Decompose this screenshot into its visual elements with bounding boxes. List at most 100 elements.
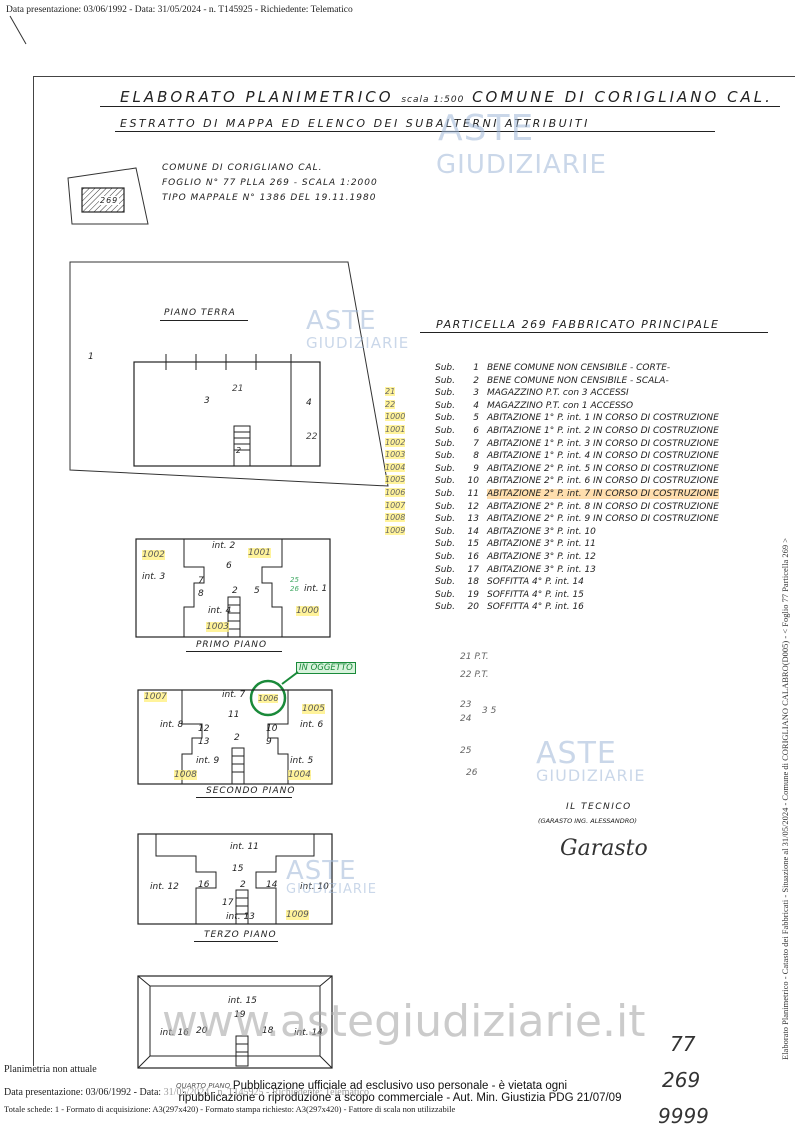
sub-ref-14: 1009 xyxy=(385,525,406,535)
sub-number: 5 xyxy=(473,413,479,424)
watermark-giudiziarie-2: GIUDIZIARIE xyxy=(306,334,410,352)
pp-1000: 1000 xyxy=(296,606,319,616)
sp-1008: 1008 xyxy=(174,770,197,780)
sp-1007: 1007 xyxy=(144,692,167,702)
sp-sub-13: 13 xyxy=(198,737,210,747)
sub-number: 20 xyxy=(467,602,479,613)
sub-description: SOFFITTA 4° P. int. 15 xyxy=(487,589,584,600)
sp-sub-10: 10 xyxy=(266,724,278,734)
pp-sub-5: 5 xyxy=(254,586,260,596)
qp-int14: int. 14 xyxy=(294,1028,323,1038)
tp-sub-15: 15 xyxy=(232,864,244,874)
sub-number: 8 xyxy=(473,451,479,462)
sp-1005: 1005 xyxy=(302,704,325,714)
sub-number: 14 xyxy=(467,526,479,537)
footer-line2: Totale schede: 1 - Formato di acquisizio… xyxy=(4,1104,456,1114)
sub-number: 2 xyxy=(473,375,479,386)
sub-description: ABITAZIONE 1° P. int. 2 IN CORSO DI COST… xyxy=(487,426,719,436)
sub-number: 7 xyxy=(473,438,479,449)
sub-number: 6 xyxy=(473,426,479,436)
sub-description: ABITAZIONE 2° P. int. 7 IN CORSO DI COST… xyxy=(487,489,719,499)
sub-description: ABITAZIONE 2° P. int. 6 IN CORSO DI COST… xyxy=(487,476,719,487)
sub-prefix: Sub. xyxy=(435,400,455,411)
sub-ref-12: 1007 xyxy=(385,500,406,510)
sub-description: ABITAZIONE 3° P. int. 12 xyxy=(487,552,596,562)
sp-sub-2: 2 xyxy=(234,733,240,743)
note-25: 25 xyxy=(460,746,472,756)
sp-1006: 1006 xyxy=(258,694,279,703)
pp-1003: 1003 xyxy=(206,622,229,632)
sub-prefix: Sub. xyxy=(435,564,455,575)
side-catasto-text: Elaborato Planimetrico - Catasto dei Fab… xyxy=(780,537,790,1060)
note-21: 21 P.T. xyxy=(460,652,489,662)
note-22: 22 P.T. xyxy=(460,670,489,680)
watermark-aste-1: ASTE xyxy=(438,108,535,149)
sub-description: ABITAZIONE 1° P. int. 1 IN CORSO DI COST… xyxy=(487,413,719,424)
bottom-note-9999: 9999 xyxy=(658,1104,709,1128)
tp-underline xyxy=(194,941,278,942)
pp-note-25: 25 xyxy=(290,576,299,584)
sub-prefix: Sub. xyxy=(435,577,455,588)
document-subtitle: ESTRATTO DI MAPPA ED ELENCO DEI SUBALTER… xyxy=(120,117,590,130)
qp-sub-18: 18 xyxy=(262,1026,274,1036)
sp-1004: 1004 xyxy=(288,770,311,780)
primo-piano-plan xyxy=(135,538,331,638)
sub-number: 15 xyxy=(467,539,479,550)
sub-number: 4 xyxy=(473,400,479,411)
tp-int10: int. 10 xyxy=(300,882,329,892)
sp-int7: int. 7 xyxy=(222,690,246,700)
tp-1009: 1009 xyxy=(286,910,309,920)
sub-description: MAGAZZINO P.T. con 1 ACCESSO xyxy=(487,400,634,411)
map-info-line3: TIPO MAPPALE N° 1386 DEL 19.11.1980 xyxy=(162,193,377,203)
frame-left-line xyxy=(33,76,34,1066)
sub-ref-5: 1000 xyxy=(385,412,406,422)
terzo-piano-plan xyxy=(137,833,333,925)
terzo-piano-label: TERZO PIANO xyxy=(204,930,277,940)
secondo-piano-plan xyxy=(137,689,333,785)
pp-sub-6: 6 xyxy=(226,561,232,571)
sp-int6: int. 6 xyxy=(300,720,324,730)
sub-description: ABITAZIONE 2° P. int. 5 IN CORSO DI COST… xyxy=(487,463,719,474)
pt-sub-2: 2 xyxy=(236,446,242,455)
sub-description: ABITAZIONE 3° P. int. 13 xyxy=(487,564,596,575)
sub-ref-9: 1004 xyxy=(385,462,406,472)
primo-piano-label: PRIMO PIANO xyxy=(196,640,268,650)
sub-number: 9 xyxy=(473,463,479,474)
sub-prefix: Sub. xyxy=(435,589,455,600)
sub-prefix: Sub. xyxy=(435,438,455,449)
sub-description: SOFFITTA 4° P. int. 16 xyxy=(487,602,584,613)
qp-sub-20: 20 xyxy=(196,1026,208,1036)
pp-note-26: 26 xyxy=(290,585,299,593)
sub-ref-10: 1005 xyxy=(385,475,406,485)
sub-description: ABITAZIONE 1° P. int. 3 IN CORSO DI COST… xyxy=(487,438,719,449)
subtitle-underline xyxy=(115,131,715,132)
sub-row-6: Sub. 6 ABITAZIONE 1° P. int. 2 IN CORSO DI… xyxy=(435,425,719,437)
in-oggetto-label: IN OGGETTO xyxy=(296,662,356,674)
particella-title: PARTICELLA 269 FABBRICATO PRINCIPALE xyxy=(436,318,720,331)
sub-prefix: Sub. xyxy=(435,526,455,537)
sub-row-7: Sub. 7 ABITAZIONE 1° P. int. 3 IN CORSO DI… xyxy=(435,438,719,450)
note-35: 3 5 xyxy=(482,706,497,716)
sp-int8: int. 8 xyxy=(160,720,184,730)
oggetto-circle xyxy=(249,671,299,717)
sp-sub-11: 11 xyxy=(228,710,240,720)
tp-sub-2: 2 xyxy=(240,880,246,890)
sub-number: 3 xyxy=(473,388,479,399)
sub-ref-4: 22 xyxy=(385,399,396,409)
sub-prefix: Sub. xyxy=(435,426,455,436)
pp-1001: 1001 xyxy=(248,548,271,558)
sub-number: 1 xyxy=(473,363,479,373)
document-title: ELABORATO PLANIMETRICO scala 1:500 COMUN… xyxy=(120,88,773,106)
